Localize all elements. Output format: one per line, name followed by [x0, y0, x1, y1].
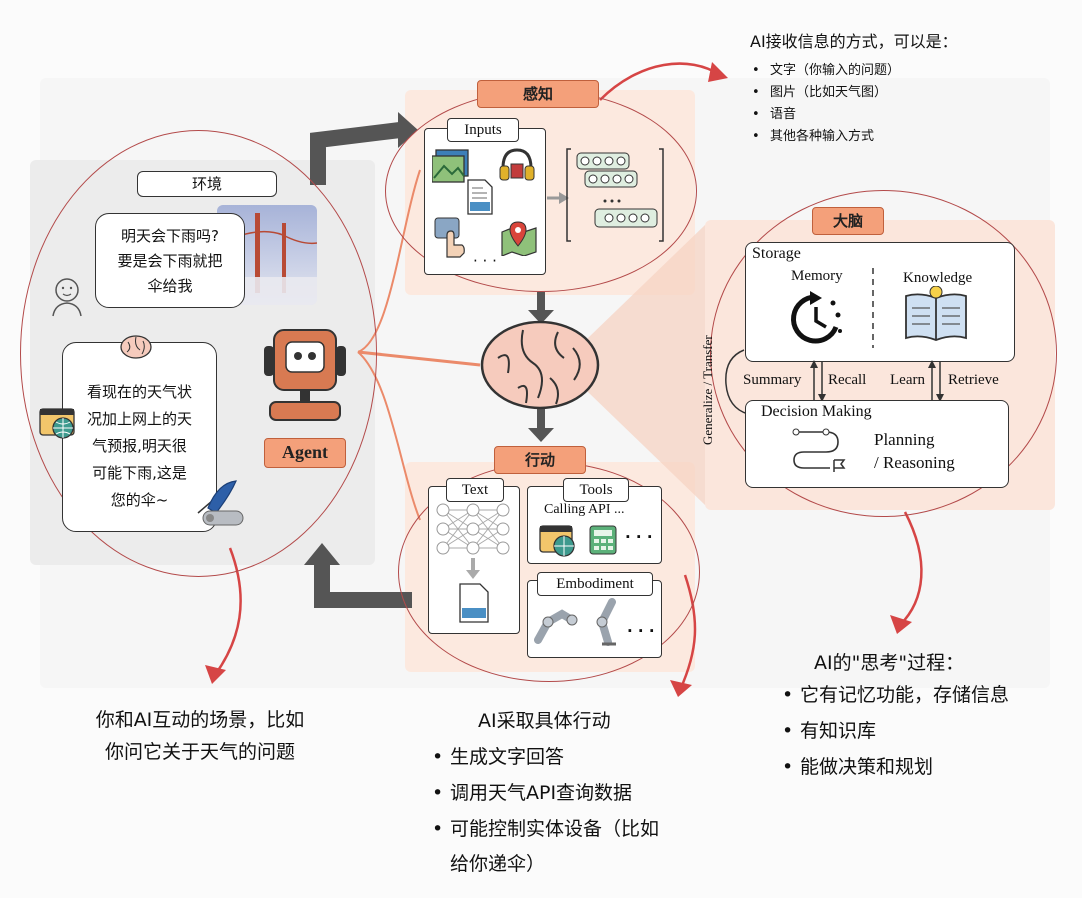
action-note-item: 可能控制实体设备（比如	[430, 811, 730, 847]
bubble-line: 明天会下雨吗?	[121, 227, 219, 245]
bubble-line: 可能下雨,这是	[92, 464, 187, 482]
generalize-transfer-label: Generalize / Transfer	[700, 335, 715, 445]
headphones-icon	[499, 148, 535, 181]
neural-net-icon	[436, 503, 510, 555]
tools-label: Tools	[563, 478, 629, 502]
action-note-item: 生成文字回答	[430, 739, 730, 775]
decision-making-label: Decision Making	[761, 403, 872, 420]
robot-arm-icon	[534, 609, 578, 644]
text-output-label: Text	[446, 478, 504, 502]
encoding-arrow	[547, 192, 569, 204]
brain-note-title: AI的"思考"过程：	[814, 652, 965, 674]
environment-note-line: 你问它关于天气的问题	[104, 741, 295, 763]
token-vectors	[566, 148, 664, 242]
learn-label: Learn	[890, 372, 925, 388]
perception-note-list: 文字（你输入的问题） 图片（比如天气图） 语音 其他各种输入方式	[750, 60, 1050, 148]
storage-arrows	[810, 360, 944, 402]
environment-oval	[20, 130, 377, 577]
decision-making-box	[745, 400, 1009, 488]
storage-box	[745, 242, 1015, 362]
brain-note-item: 能做决策和规划	[780, 749, 1080, 785]
down-arrow-icon	[466, 558, 480, 579]
brain-note-item: 它有记忆功能，存储信息	[780, 677, 1080, 713]
perception-note-item: 语音	[750, 104, 1050, 126]
perception-note-item: 文字（你输入的问题）	[750, 60, 1050, 82]
environment-tag: 环境	[137, 171, 277, 197]
brain-oval	[710, 190, 1057, 517]
perception-note-item: 图片（比如天气图）	[750, 82, 1050, 104]
environment-note: 你和AI互动的场景，比如 你问它关于天气的问题	[40, 704, 360, 768]
text-file-output-icon	[459, 583, 489, 623]
bubble-line: 看现在的天气状	[86, 383, 192, 401]
perception-note: AI接收信息的方式，可以是： 文字（你输入的问题） 图片（比如天气图） 语音 其…	[750, 28, 1050, 148]
inputs-label: Inputs	[447, 118, 519, 142]
storage-divider	[872, 268, 874, 348]
knowledge-book-icon	[905, 286, 967, 341]
retrieve-label: Retrieve	[948, 372, 999, 388]
planning-label: Planning	[874, 430, 935, 449]
action-tag: 行动	[494, 446, 586, 474]
bubble-line: 要是会下雨就把	[117, 252, 223, 270]
action-note-continuation: 给你递伞）	[450, 853, 546, 875]
brain-note: AI的"思考"过程： 它有记忆功能，存储信息 有知识库 能做决策和规划	[780, 648, 1080, 785]
action-note: AI采取具体行动 生成文字回答 调用天气API查询数据 可能控制实体设备（比如 …	[430, 706, 730, 881]
inputs-ellipsis: · · ·	[473, 252, 497, 270]
umbrella-robot-icon	[197, 480, 244, 526]
knowledge-label: Knowledge	[903, 270, 973, 286]
user-question-bubble: 明天会下雨吗? 要是会下雨就把 伞给我	[95, 213, 245, 308]
web-api-icon	[539, 525, 575, 557]
robot-leg-icon	[596, 598, 616, 646]
summary-label: Summary	[743, 372, 802, 388]
memory-label: Memory	[791, 268, 843, 284]
bubble-line: 您的伞~	[110, 491, 169, 509]
embodiment-label: Embodiment	[537, 572, 653, 596]
memory-icon	[791, 291, 842, 344]
calling-api-label: Calling API ...	[544, 502, 625, 517]
action-note-list: 生成文字回答 调用天气API查询数据 可能控制实体设备（比如	[430, 739, 730, 847]
robot-agent-icon	[264, 329, 346, 421]
bubble-line: 况加上网上的天	[86, 410, 192, 428]
environment-note-line: 你和AI互动的场景，比如	[95, 709, 305, 731]
action-note-title: AI采取具体行动	[478, 710, 611, 732]
text-file-icon	[467, 179, 493, 215]
web-window-icon	[39, 408, 75, 439]
brain-note-list: 它有记忆功能，存储信息 有知识库 能做决策和规划	[780, 677, 1080, 785]
brain-note-item: 有知识库	[780, 713, 1080, 749]
bubble-line: 气预报,明天很	[92, 437, 187, 455]
brain-small-icon	[120, 335, 152, 359]
storage-label: Storage	[752, 245, 801, 262]
planning-route-icon	[792, 428, 846, 472]
perception-note-title: AI接收信息的方式，可以是：	[750, 32, 958, 51]
embodiment-ellipsis: · · ·	[627, 622, 655, 640]
brain-icon	[480, 320, 600, 410]
perception-note-item: 其他各种输入方式	[750, 126, 1050, 148]
image-input-icon	[432, 149, 469, 183]
touch-screen-icon	[434, 217, 465, 258]
recall-label: Recall	[828, 372, 867, 388]
map-pin-icon	[501, 221, 537, 256]
person-icon	[52, 278, 82, 317]
calculator-icon	[589, 525, 617, 555]
reasoning-label: / Reasoning	[874, 453, 955, 472]
action-note-item: 调用天气API查询数据	[430, 775, 730, 811]
perception-tag: 感知	[477, 80, 599, 108]
agent-label: Agent	[264, 438, 346, 468]
bubble-line: 伞给我	[147, 277, 193, 295]
brain-tag: 大脑	[812, 207, 884, 235]
tools-ellipsis: · · ·	[625, 528, 653, 546]
